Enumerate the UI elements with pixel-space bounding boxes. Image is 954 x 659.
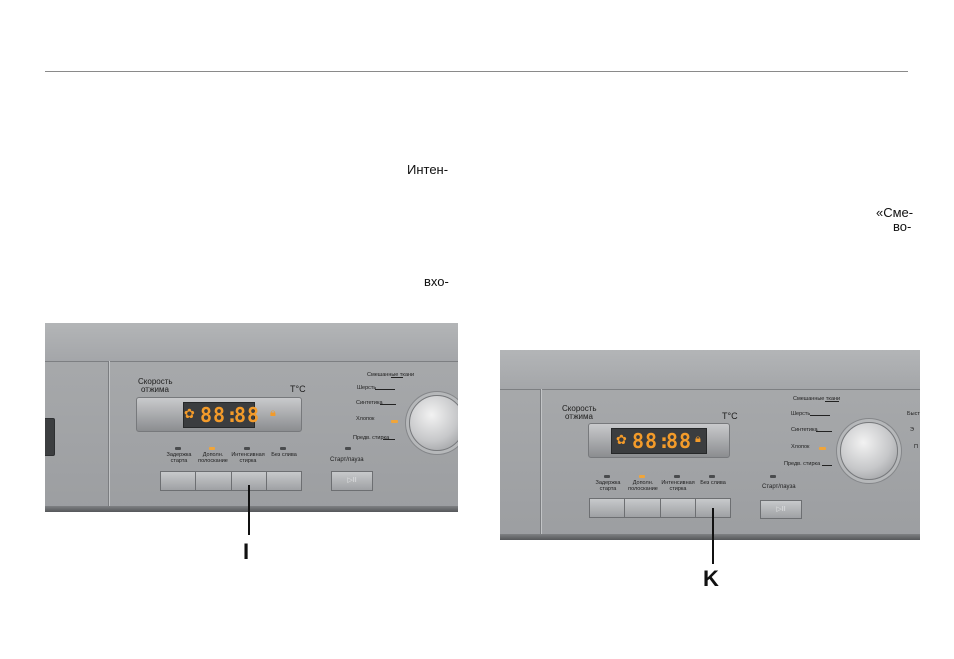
- door-edge: [45, 418, 55, 456]
- panel-bottom-shadow: [500, 534, 920, 540]
- option-buttons: [589, 498, 731, 518]
- option-led-nodrain: [280, 447, 286, 450]
- panel-divider: [108, 361, 109, 506]
- start-pause-button[interactable]: ▷II: [760, 500, 802, 519]
- program-label-wool: Шерсть: [357, 385, 377, 391]
- start-pause-label: Старт/пауза: [762, 484, 796, 490]
- option-label-intensive: Интенсивная стирка: [661, 480, 695, 492]
- delay-start-button[interactable]: [590, 499, 626, 517]
- option-led-intensive: [244, 447, 250, 450]
- spin-icon: ✿: [616, 432, 627, 447]
- start-pause-label: Старт/пауза: [330, 457, 364, 463]
- option-led-rinse: [639, 475, 645, 478]
- program-tick: [380, 404, 396, 405]
- intensive-wash-button[interactable]: [660, 499, 696, 517]
- callout-line-k: [712, 508, 714, 564]
- start-led: [770, 475, 776, 478]
- panel-divider: [540, 389, 541, 534]
- text-fragment: Интен-: [407, 162, 449, 177]
- start-pause-button[interactable]: ▷II: [331, 471, 373, 491]
- display-colon: :: [658, 429, 672, 453]
- callout-line-i: [248, 485, 250, 535]
- program-label-cotton: Хлопок: [356, 416, 375, 422]
- lock-icon: 🔒︎: [695, 433, 701, 445]
- program-label-synthetics: Синтетика: [791, 427, 818, 433]
- option-label-rinse: Дополн. полоскание: [628, 480, 658, 492]
- program-tick: [383, 439, 395, 440]
- callout-label-k: K: [703, 566, 719, 591]
- spin-icon: ✿: [184, 406, 195, 421]
- lock-icon: 🔒︎: [270, 407, 276, 419]
- temperature-label: T°C: [290, 384, 306, 394]
- program-tick: [822, 465, 832, 466]
- option-label-delay: Задержка старта: [166, 452, 192, 464]
- program-label-synthetics: Синтетика: [356, 400, 383, 406]
- panel-top-band: [45, 323, 458, 362]
- cotton-led: [819, 447, 826, 450]
- no-drain-button[interactable]: [266, 472, 301, 490]
- program-tick: [816, 431, 832, 432]
- program-label-mixed: Смешанные ткани: [793, 396, 841, 402]
- panel-top-band: [500, 350, 920, 390]
- spin-speed-label: Скорость отжима: [562, 404, 597, 422]
- program-label-mixed: Смешанные ткани: [367, 372, 415, 378]
- program-label-cotton: Хлопок: [791, 444, 810, 450]
- option-label-nodrain: Без слива: [271, 452, 297, 458]
- option-led-delay: [175, 447, 181, 450]
- start-led: [345, 447, 351, 450]
- display-frame: ✿ 88 : 88 🔒︎: [136, 397, 302, 432]
- display-digits-left: 88: [200, 403, 227, 427]
- text-fragment: «Сме-: [876, 205, 914, 220]
- intensive-wash-button[interactable]: [231, 472, 267, 490]
- program-label-7: П: [914, 444, 918, 450]
- top-rule: [45, 71, 908, 72]
- program-label-6: Э: [910, 427, 914, 433]
- option-label-intensive: Интенсивная стирка: [231, 452, 265, 464]
- text-fragment: вхо-: [424, 274, 449, 289]
- program-knob[interactable]: [840, 422, 898, 480]
- display-digits-right: 88: [234, 403, 261, 427]
- option-label-nodrain: Без слива: [700, 480, 726, 486]
- option-led-nodrain: [709, 475, 715, 478]
- display-digits-left: 88: [632, 429, 659, 453]
- display-screen: [183, 402, 255, 428]
- program-tick: [375, 389, 395, 390]
- program-label-prewash: Предв. стирка: [784, 461, 821, 467]
- display-digits-right: 88: [666, 429, 693, 453]
- option-led-intensive: [674, 475, 680, 478]
- control-panel-left: Скорость отжима T°C ✿ 88 : 88 🔒︎ Смешанн…: [45, 323, 458, 512]
- temperature-label: T°C: [722, 411, 738, 421]
- option-label-delay: Задержка старта: [595, 480, 621, 492]
- program-tick: [391, 377, 403, 378]
- extra-rinse-button[interactable]: [625, 499, 661, 517]
- option-label-rinse: Дополн. полоскание: [198, 452, 228, 464]
- control-panel-right: Скорость отжима T°C ✿ 88 : 88 🔒︎ Смешанн…: [500, 350, 920, 540]
- text-fragment: во-: [893, 219, 912, 234]
- program-tick: [825, 401, 839, 402]
- callout-label-i: I: [243, 539, 250, 564]
- option-led-rinse: [209, 447, 215, 450]
- option-buttons: [160, 471, 302, 491]
- display-screen: [611, 428, 707, 454]
- program-tick: [810, 415, 830, 416]
- program-knob[interactable]: [409, 395, 458, 451]
- program-label-express: Быст: [907, 411, 920, 417]
- spin-speed-label: Скорость отжима: [138, 377, 173, 395]
- program-label-wool: Шерсть: [791, 411, 811, 417]
- option-led-delay: [604, 475, 610, 478]
- program-label-prewash: Предв. стирка: [353, 435, 390, 441]
- extra-rinse-button[interactable]: [196, 472, 232, 490]
- cotton-led: [391, 420, 398, 423]
- display-frame: ✿ 88 : 88 🔒︎: [588, 423, 730, 458]
- delay-start-button[interactable]: [161, 472, 197, 490]
- display-colon: :: [226, 403, 240, 427]
- panel-bottom-shadow: [45, 506, 458, 512]
